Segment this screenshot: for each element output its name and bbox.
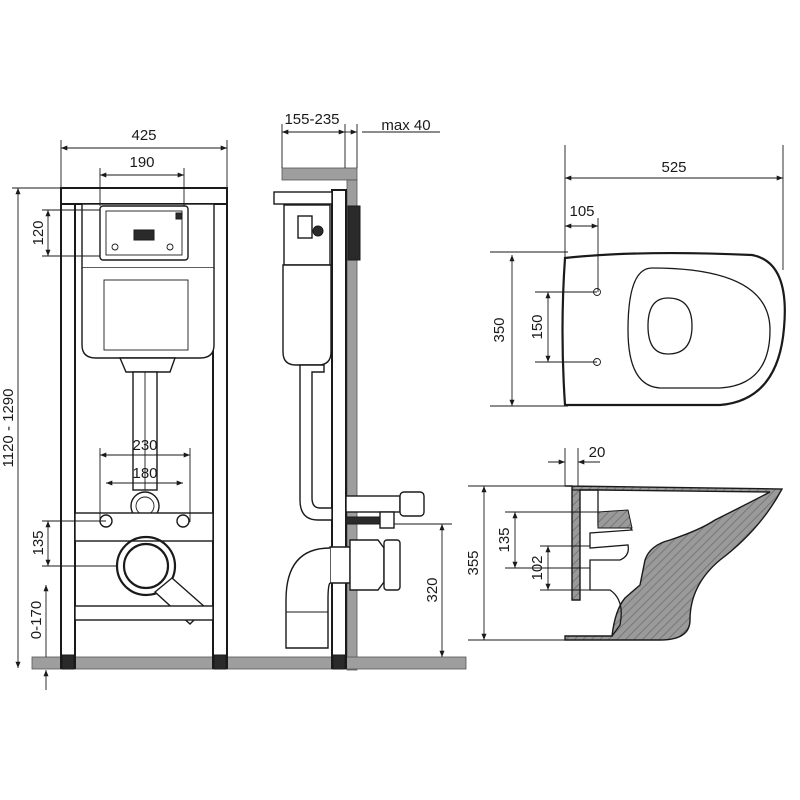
label-frame-height: 1120 - 1290 [0, 389, 17, 468]
label-button-height: 120 [30, 220, 47, 245]
label-pipe-height: 135 [30, 530, 47, 555]
bowl-section [564, 485, 784, 641]
label-drain-height: 320 [424, 577, 441, 602]
pipe-connector [118, 357, 176, 373]
plate-screw-icon [166, 243, 174, 251]
label-button-width: 190 [129, 154, 154, 171]
label-max-cladding: max 40 [381, 117, 430, 134]
label-bowl-length: 525 [661, 159, 686, 176]
bowl-seat [627, 267, 771, 389]
side-frame-post [331, 189, 347, 669]
side-bolt-head [379, 511, 395, 529]
side-view [273, 124, 467, 671]
side-valve-part [297, 215, 313, 239]
frame-right-foot [213, 654, 227, 670]
flush-plate-inner [105, 210, 183, 256]
bottom-rail [74, 605, 214, 621]
side-connector [345, 495, 401, 513]
label-wall-depth: 155-235 [284, 111, 339, 128]
label-outlet-height: 135 [496, 527, 513, 552]
drain-inner [122, 542, 170, 590]
side-drain-end [383, 539, 401, 591]
side-connector-end [399, 491, 425, 517]
frame-top-rail [60, 187, 228, 205]
frame-left-post [60, 187, 76, 669]
flush-valve-icon [133, 229, 155, 241]
label-frame-width: 425 [131, 127, 156, 144]
bowl-flush-channel [597, 509, 633, 529]
label-bolt-spacing: 150 [529, 314, 546, 339]
bowl-outline [561, 251, 786, 407]
frame-left-foot [61, 654, 75, 670]
dimension-labels: 425 190 120 1120 - 1290 230 180 135 0-17… [0, 111, 687, 639]
front-view [12, 140, 333, 690]
side-drain-socket [329, 546, 351, 584]
label-pipe-outer: 230 [132, 437, 157, 454]
side-top-bracket [273, 191, 333, 205]
frame-right-post [212, 187, 228, 669]
bowl-top-view [490, 145, 786, 407]
side-cistern [282, 264, 332, 366]
cistern-panel [103, 279, 189, 351]
label-inlet-height: 102 [529, 555, 546, 580]
front-floor [31, 656, 333, 670]
label-bowl-width: 350 [491, 317, 508, 342]
side-valve-icon [312, 225, 324, 237]
label-rim-offset: 20 [589, 444, 606, 461]
side-flush-pipe [299, 364, 333, 521]
plate-screw-icon [111, 243, 119, 251]
plate-clip-icon [175, 212, 183, 220]
bowl-opening [647, 297, 693, 355]
bowl-section-view [468, 448, 784, 641]
label-bowl-height: 355 [465, 550, 482, 575]
label-pipe-inner: 180 [132, 465, 157, 482]
side-top-wall [281, 167, 358, 181]
label-bolt-offset: 105 [569, 203, 594, 220]
bowl-inner-profile [572, 489, 634, 637]
label-floor-adjust: 0-170 [28, 601, 45, 639]
side-floor [331, 656, 467, 670]
cistern-body [81, 268, 215, 359]
side-drain-coupler [349, 539, 385, 591]
side-drain-elbow [285, 547, 331, 649]
side-flush-plate [347, 205, 361, 261]
side-frame-foot [332, 654, 346, 670]
mounting-bolt-icon [176, 514, 190, 528]
